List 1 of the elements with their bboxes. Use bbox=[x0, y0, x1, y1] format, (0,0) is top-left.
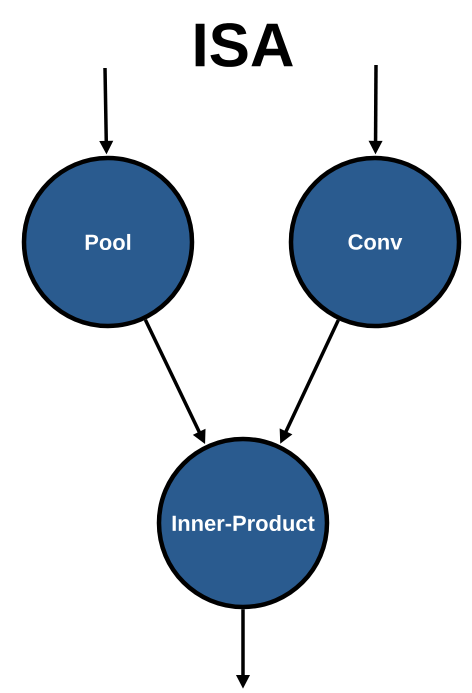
title: ISA bbox=[196, 23, 293, 67]
